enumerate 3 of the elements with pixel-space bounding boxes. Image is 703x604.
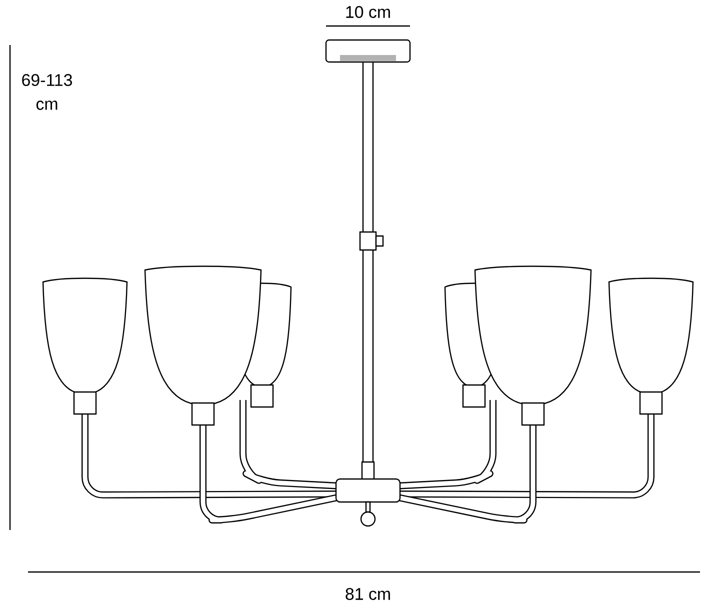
dimension-label: 10 cm [346,6,390,18]
dimension-label: 69-113 cm [22,74,72,110]
dimension-label: 81 cm [346,588,390,600]
